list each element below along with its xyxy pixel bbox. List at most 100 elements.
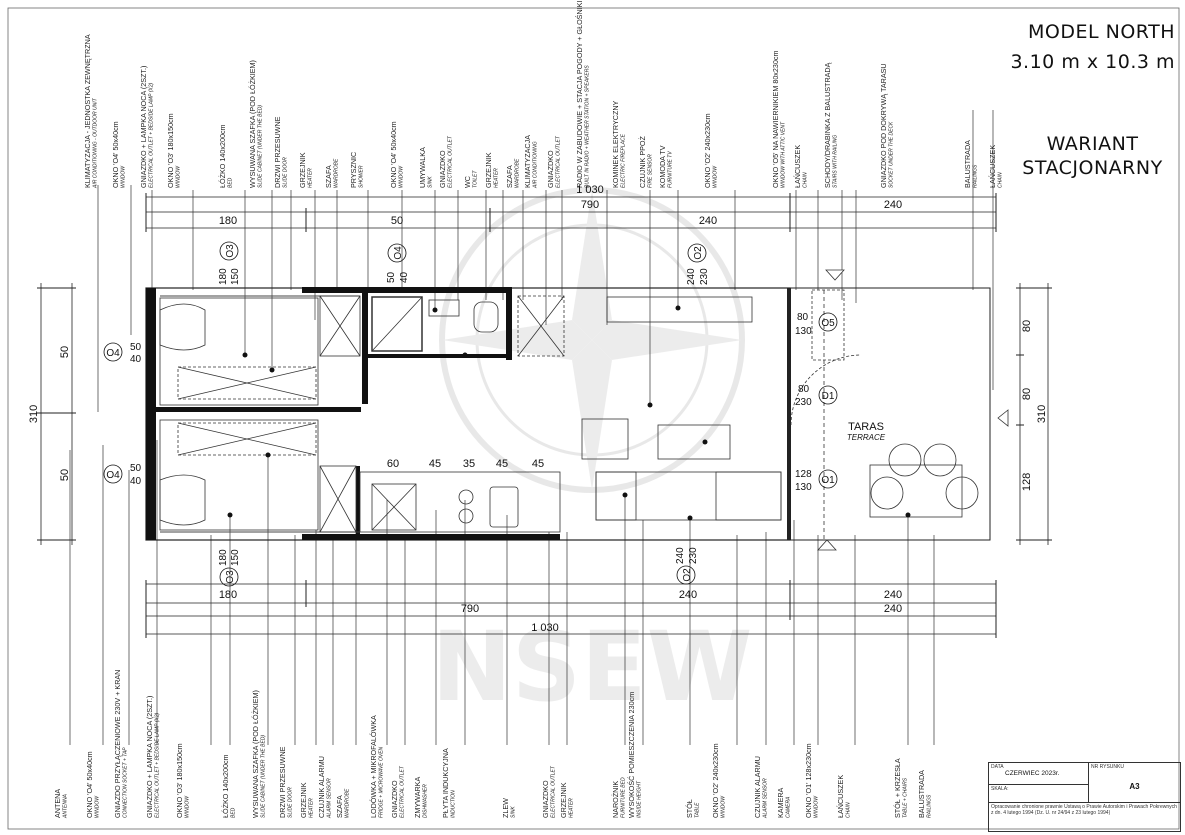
kitchen-dim-60: 60 xyxy=(387,458,399,470)
d1-w: 80 xyxy=(798,384,810,395)
o4-bath-id: O4 xyxy=(393,246,404,260)
dim-top-50: 50 xyxy=(391,215,403,227)
dim-right-b: 80 xyxy=(1021,388,1033,400)
title-block-copyright: Opracowanie chronione prawnie Ustawą o P… xyxy=(991,804,1177,816)
callout-bottom-15: ZLEWSINK xyxy=(501,798,517,818)
o5-id: O5 xyxy=(821,318,835,329)
callout-bottom-7: DRZWI PRZESUWNESLIDE DOOR xyxy=(278,746,294,818)
o2-top-w: 240 xyxy=(686,268,697,285)
terrace-label: TARAS xyxy=(848,421,884,433)
callout-bottom-26: STÓŁ + KRZESŁATABLE + CHAIRS xyxy=(893,758,909,818)
callout-bottom-0: ANTENAANTENNA xyxy=(53,789,69,819)
callout-labels-top: KLIMATYZACJA - JEDNOSTKA ZEWNĘTRZNAAIR C… xyxy=(83,1,1004,189)
variant-line2: STACJONARNY xyxy=(1022,157,1163,179)
model-size: 3.10 m x 10.3 m xyxy=(1010,51,1175,73)
furniture xyxy=(319,269,1009,551)
callout-top-27: BALUSTRADARAILINGS xyxy=(963,140,979,188)
dim-top-240a: 240 xyxy=(699,215,717,227)
callout-top-25: SCHODY/DRABINKA Z BALUSTRADĄSTAIRS WITH … xyxy=(823,62,839,188)
dim-left-bottom: 50 xyxy=(59,469,71,481)
dim-left-top: 50 xyxy=(59,346,71,358)
title-block-scale-label: SKALA: xyxy=(991,786,1009,792)
callout-top-17: GNIAZDKOELECTRICAL OUTLET xyxy=(546,135,562,188)
callout-top-1: OKNO 'O4' 50x40cmWINDOW xyxy=(111,121,127,188)
callout-bottom-8: GRZEJNIKHEATER xyxy=(299,782,315,818)
callout-bottom-3: GNIAZDKO + LAMPKA NOCA (2SZT.)ELECTRICAL… xyxy=(145,696,161,818)
o4-bottom-id: O4 xyxy=(106,470,120,481)
callout-bottom-27: BALUSTRADARAILINGS xyxy=(917,770,933,818)
dimension-lines xyxy=(37,193,1052,638)
dim-top-240b: 240 xyxy=(884,199,902,211)
callout-top-3: OKNO 'O3' 180x150cmWINDOW xyxy=(166,113,182,188)
bed-bottom xyxy=(159,419,319,531)
dim-bottom-240a: 240 xyxy=(679,589,697,601)
callout-top-4: ŁÓŻKO 140x200cmBED xyxy=(218,124,234,188)
dim-top-180: 180 xyxy=(219,215,237,227)
callout-bottom-2: GNIAZDO PRZYŁĄCZENIOWE 230V + KRANCONNEC… xyxy=(113,670,129,818)
kitchen-dim-45c: 45 xyxy=(532,458,544,470)
o4-top-h: 40 xyxy=(130,354,142,365)
callout-top-20: CZUJNIK PPOŻFIRE SENSOR xyxy=(638,135,654,188)
callout-top-9: PRYSZNICSHOWER xyxy=(349,152,365,188)
callout-bottom-11: LODÓWKA + MIKROFALÓWKAFRIDGE + MICROWAVE… xyxy=(369,715,385,818)
callout-bottom-22: CZUJNIK ALARMUALARM SENSOR xyxy=(753,756,769,819)
o2-top-id: O2 xyxy=(693,246,704,260)
model-name: MODEL NORTH xyxy=(1028,21,1175,43)
variant-title: WARIANT STACJONARNY xyxy=(1010,132,1175,180)
callout-bottom-20: STÓŁTABLE xyxy=(685,799,701,818)
callout-bottom-24: OKNO 'O1' 128x230cmWINDOW xyxy=(804,743,820,818)
d1-h: 230 xyxy=(795,397,812,408)
callout-top-8: SZAFAWARDROBE xyxy=(324,158,340,188)
callout-bottom-21: OKNO 'O2' 240x230cmWINDOW xyxy=(711,743,727,818)
callout-bottom-1: OKNO 'O4' 50x40cmWINDOW xyxy=(85,751,101,818)
o2-top-h: 230 xyxy=(699,268,710,285)
o5-h: 130 xyxy=(795,326,812,337)
o3-top-w: 180 xyxy=(218,268,229,285)
callout-top-12: GNIAZDKOELECTRICAL OUTLET xyxy=(438,135,454,188)
o3-top-h: 150 xyxy=(230,268,241,285)
title-block-sheet: NR RYSUNKU A3 xyxy=(1089,763,1180,803)
callout-bottom-9: CZUJNIK ALARMUALARM SENSOR xyxy=(317,756,333,819)
dimension-texts: 1 030 790 180 50 240 240 180 240 240 790… xyxy=(28,184,1048,634)
marker-dots xyxy=(227,305,911,521)
callout-top-21: KOMODA TVFURNITURE TV xyxy=(658,145,674,188)
o4-top-w: 50 xyxy=(130,342,142,353)
callout-bottom-13: ZMYWARKADISHWASHER xyxy=(413,777,429,818)
watermark-text: NSEW xyxy=(432,611,753,723)
callout-top-19: KOMINEK ELEKTRYCZNYELECTRIC FIREPLACE xyxy=(611,100,627,188)
callout-top-26: GNIAZDKO POD DOKRYWĄ TARASUSOCKET UNDER … xyxy=(879,63,895,188)
callout-bottom-19: WYSOKOŚĆ POMIESZCZENIA 230cmINSIDE HEIGH… xyxy=(627,692,643,818)
watermark: NSEW xyxy=(432,187,753,723)
callout-top-13: WCTOILET xyxy=(463,170,479,188)
callout-top-15: SZAFAWARDROBE xyxy=(505,158,521,188)
title-block-date-label: DATA xyxy=(991,764,1004,770)
dim-bottom-total: 1 030 xyxy=(531,622,559,634)
callout-top-5: WYSUWANA SZAFKA (POD ŁÓŻKIEM)SLIDE CABIN… xyxy=(248,60,264,188)
callout-labels-bottom: ANTENAANTENNA OKNO 'O4' 50x40cmWINDOW GNIA… xyxy=(53,670,933,819)
callout-top-28: ŁAŃCUSZEKCHAIN xyxy=(988,145,1004,188)
o4-bath-h: 40 xyxy=(399,271,410,283)
o4-bottom-w: 50 xyxy=(130,463,142,474)
callout-top-14: GRZEJNIKHEATER xyxy=(484,152,500,188)
o2-bottom-h: 230 xyxy=(688,547,699,564)
o3-top-id: O3 xyxy=(225,244,236,258)
opening-markers: O4 50 40 O4 50 40 O3 180 150 O3 180 150 … xyxy=(103,241,886,587)
callout-top-0: KLIMATYZACJA - JEDNOSTKA ZEWNĘTRZNAAIR C… xyxy=(83,34,99,189)
callout-top-22: OKNO 'O2' 240x230cmWINDOW xyxy=(703,113,719,188)
sheet-frame xyxy=(7,7,1180,830)
title-block-sheet-value: A3 xyxy=(1129,782,1140,791)
title-block-scale: SKALA: xyxy=(989,785,1089,803)
terrace-label-en: TERRACE xyxy=(847,433,886,442)
title-block-sheet-label: NR RYSUNKU xyxy=(1091,764,1124,770)
callout-top-16: KLIMATYZACJAAIR CONDITIONING xyxy=(523,135,539,189)
callout-bottom-16: GNIAZDKOELECTRICAL OUTLET xyxy=(541,765,557,818)
callout-top-10: OKNO 'O4' 50x40cmWINDOW xyxy=(389,121,405,188)
o4-bath-w: 50 xyxy=(386,271,397,283)
dim-right-total: 310 xyxy=(1036,405,1048,423)
o1-w: 128 xyxy=(795,469,812,480)
callout-top-7: GRZEJNIKHEATER xyxy=(298,152,314,188)
o2-bottom-w: 240 xyxy=(675,547,686,564)
dim-bottom-240b: 240 xyxy=(884,589,902,601)
